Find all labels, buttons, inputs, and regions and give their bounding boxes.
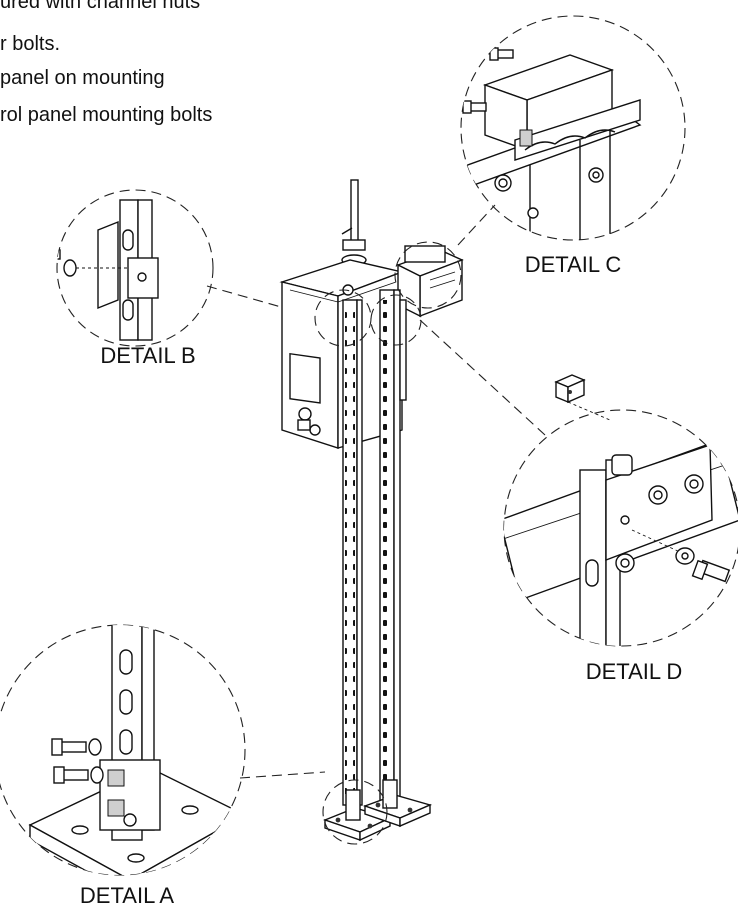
leader-line-a xyxy=(239,771,326,779)
instruction-line-2: r bolts. xyxy=(0,33,60,55)
leader-line-c xyxy=(457,204,496,246)
detail-c-label: DETAIL C xyxy=(525,252,622,277)
base-plates xyxy=(322,779,433,842)
detail-a-label: DETAIL A xyxy=(80,883,174,908)
instruction-line-4: rol panel mounting bolts xyxy=(0,104,212,126)
main-assembly xyxy=(279,179,464,845)
detail-c-marker xyxy=(394,241,462,309)
leader-line-d xyxy=(419,319,546,436)
detail-a-marker xyxy=(322,779,388,845)
detail-d: DETAIL D xyxy=(503,374,738,684)
detail-b-label: DETAIL B xyxy=(100,343,195,368)
antenna xyxy=(350,179,359,243)
detail-b: DETAIL B xyxy=(56,189,214,368)
detail-d-label: DETAIL D xyxy=(586,659,683,684)
instruction-line-1: ured with channel nuts xyxy=(0,0,200,13)
instruction-line-3: panel on mounting xyxy=(0,67,165,89)
detail-c: DETAIL C xyxy=(460,15,686,277)
detail-a: DETAIL A xyxy=(0,624,246,908)
mounting-bracket xyxy=(396,245,464,318)
detail-d-marker xyxy=(370,294,422,346)
instruction-list: ured with channel nuts r bolts. panel on… xyxy=(0,0,212,126)
